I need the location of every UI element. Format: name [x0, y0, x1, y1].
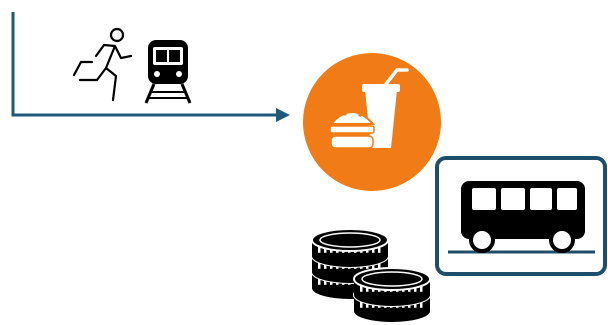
connector-arrow: [11, 12, 290, 122]
runner-icon: [72, 27, 133, 102]
coins-icon: [311, 228, 431, 322]
train-icon: [144, 40, 192, 104]
arrow-head: [276, 108, 290, 122]
connector-line: [11, 12, 276, 117]
fast-food-icon: [303, 53, 441, 191]
bus-stop-sign-icon: [435, 156, 607, 276]
